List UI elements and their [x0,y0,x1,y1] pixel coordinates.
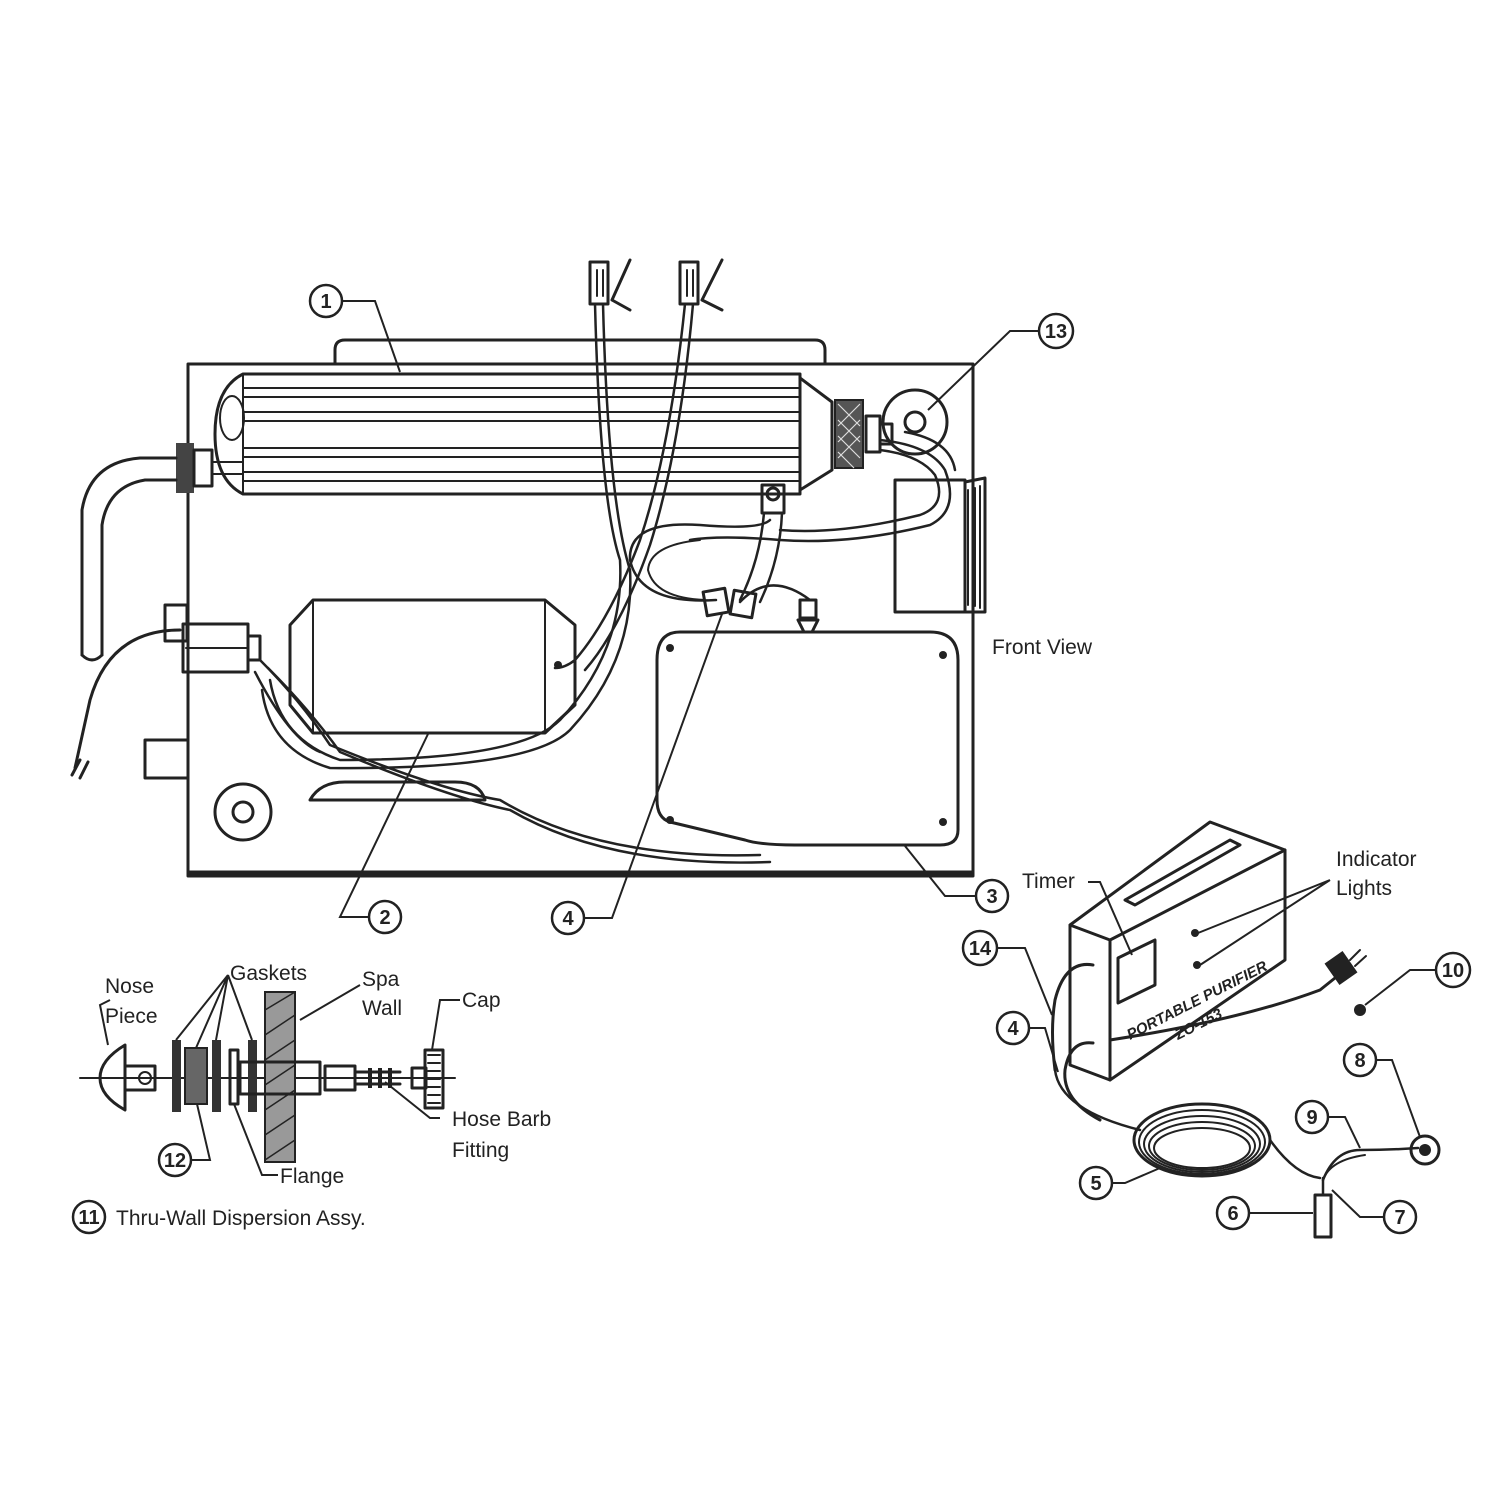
svg-text:14: 14 [969,938,992,960]
spa-wall-label-2: Wall [362,997,402,1020]
hose-barb-body [323,1064,357,1092]
gasket-1 [172,1040,181,1112]
diffuser-stone [1409,1134,1441,1166]
gasket-3 [212,1040,221,1112]
gasket-2 [184,1047,208,1105]
ozone-outlet-fitting [881,388,949,456]
timer-label: Timer [1022,870,1075,893]
callout-7: 7 [1331,1189,1418,1235]
timer-window [1116,938,1157,1005]
top-handle [333,338,827,366]
dispersion-body [238,1060,322,1096]
ozone-generator-tube [213,372,894,496]
nose-piece-label-2: Piece [105,1005,158,1028]
mounting-hole-inner [231,800,255,824]
mounting-slot [308,780,487,802]
svg-text:5: 5 [1090,1173,1101,1195]
svg-text:7: 7 [1394,1207,1405,1229]
hose-barb-label-2: Fitting [452,1139,509,1162]
svg-text:8: 8 [1354,1050,1365,1072]
small-fitting [1354,1004,1366,1016]
dispersion-title: Thru-Wall Dispersion Assy. [116,1207,366,1230]
spa-wall [264,991,296,1163]
spa-wall-label-1: Spa [362,968,400,991]
front-view-label: Front View [992,636,1093,659]
front-view [70,258,987,878]
hose-barb-label-1: Hose Barb [452,1108,551,1131]
mounting-hole-outer [213,782,273,842]
power-switch [163,603,262,674]
svg-text:4: 4 [1007,1018,1019,1040]
power-supply-box [288,598,577,735]
svg-text:2: 2 [379,907,390,929]
nose-piece [98,1043,127,1112]
indicator-label-1: Indicator [1336,848,1417,871]
top-power-plugs [588,258,724,312]
power-plug [1324,951,1358,985]
callout-1: 1 [308,283,401,373]
coiled-hose [1053,1068,1322,1180]
left-bulkhead-fitting [80,443,244,662]
callout-12: 12 [157,1142,193,1178]
callout-10: 10 [1364,951,1472,1006]
callout-4-front: 4 [550,613,723,936]
nose-piece-label-1: Nose [105,975,154,998]
callout-8: 8 [1342,1042,1421,1138]
wiring-harness [253,302,957,864]
callout-2: 2 [338,733,429,935]
svg-text:4: 4 [562,908,574,930]
hose-connector [701,586,758,620]
flange-label: Flange [280,1165,344,1188]
callout-3: 3 [904,845,1010,914]
callout-5: 5 [1078,1165,1161,1201]
callout-11: 11 [71,1199,107,1235]
callout-13: 13 [927,312,1075,411]
svg-text:3: 3 [986,886,997,908]
callout-6: 6 [1215,1195,1313,1231]
svg-text:12: 12 [164,1150,186,1172]
svg-text:6: 6 [1227,1203,1238,1225]
indicator-light-1 [1191,929,1199,937]
hose-loop-inner [647,539,706,601]
svg-text:1: 1 [320,291,331,313]
callout-14: 14 [961,929,1053,1016]
callout-9: 9 [1294,1099,1361,1149]
cap-label: Cap [462,989,501,1012]
svg-text:13: 13 [1045,321,1067,343]
hose-branch [738,584,812,604]
svg-text:11: 11 [78,1207,99,1229]
svg-text:9: 9 [1306,1107,1317,1129]
gasket-4 [248,1040,257,1112]
indicator-light-2 [1193,961,1201,969]
control-box-cover [655,598,960,847]
clamp-bracket [893,476,987,614]
dispersion-assembly [79,974,460,1176]
power-cord [70,628,182,780]
check-valve-small [1313,1193,1333,1239]
callout-4-portable: 4 [995,1010,1059,1073]
mounting-notch [143,738,190,780]
indicator-label-2: Lights [1336,877,1392,900]
svg-text:10: 10 [1442,960,1464,982]
gaskets-label: Gaskets [230,962,307,985]
